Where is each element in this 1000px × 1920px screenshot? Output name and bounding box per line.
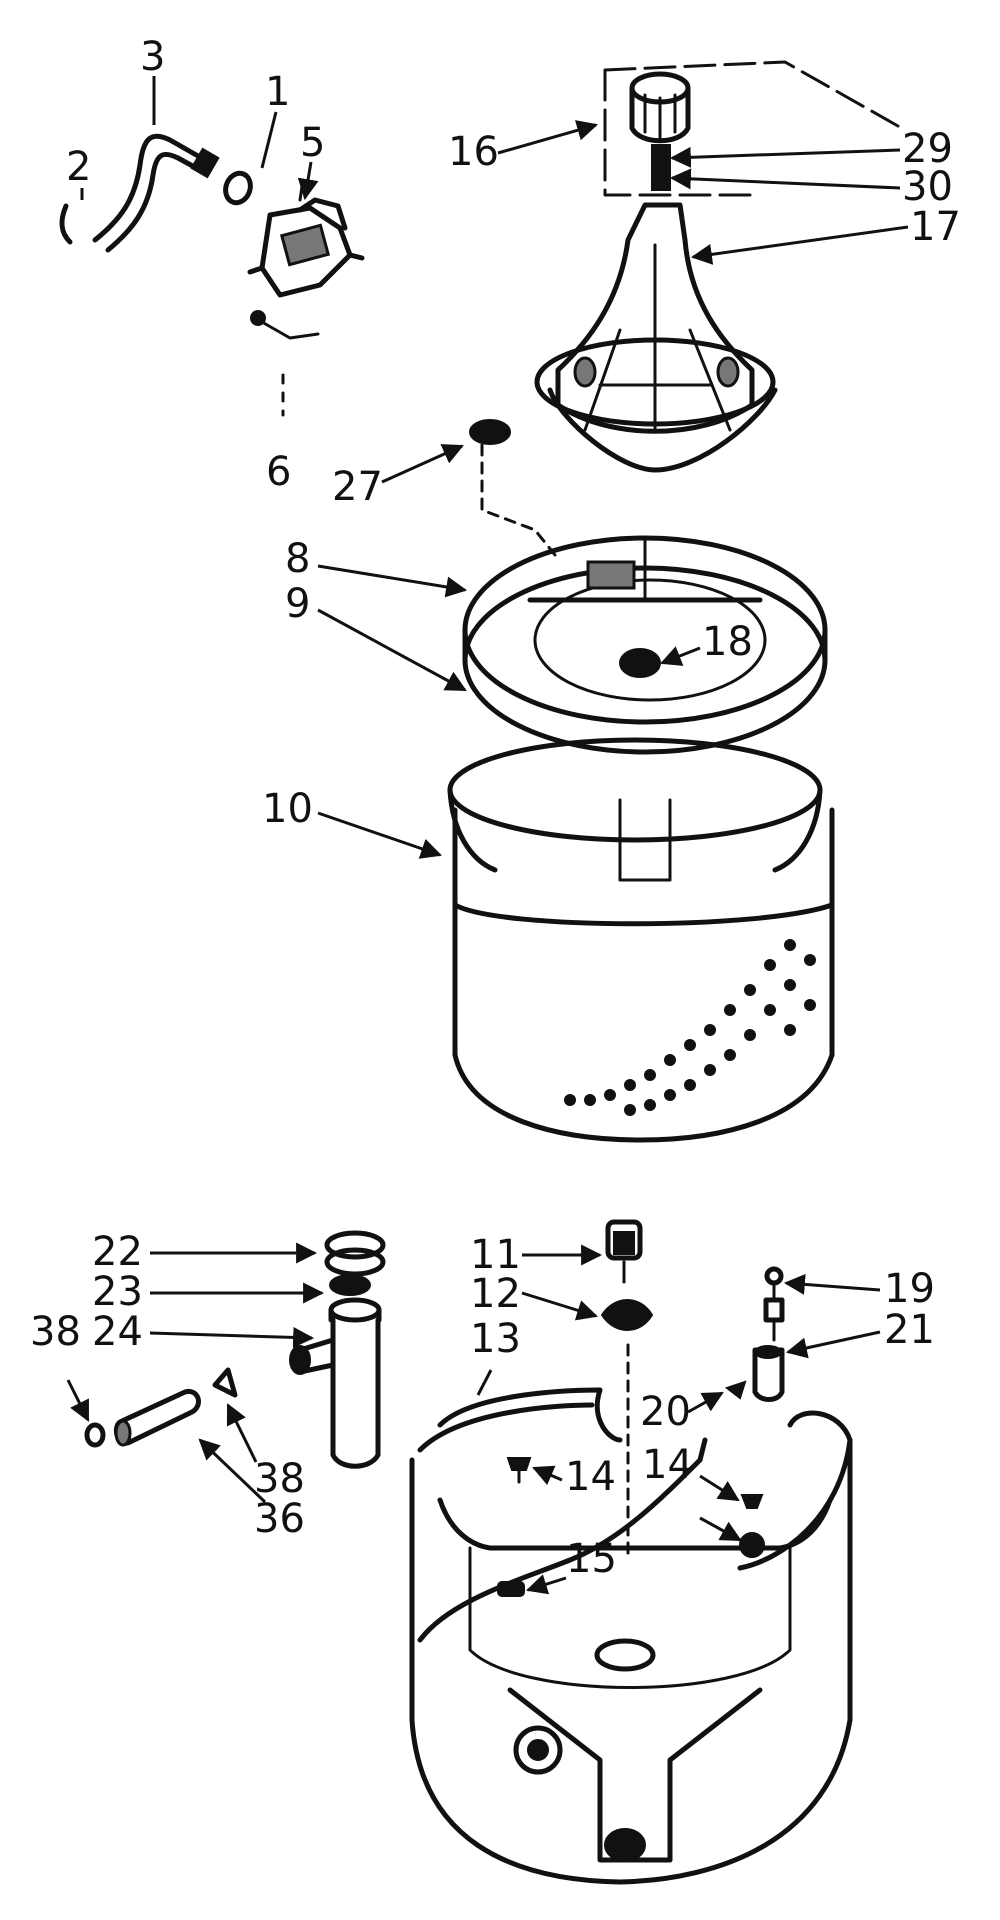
callout-8: 8: [285, 536, 310, 582]
callout-9: 9: [285, 581, 310, 627]
callout-1: 1: [265, 69, 290, 115]
callout-19: 19: [884, 1266, 935, 1312]
callout-30: 30: [902, 164, 953, 210]
bearing-part: [605, 1219, 643, 1284]
callout-38-right: 38: [254, 1456, 305, 1502]
callout-10: 10: [262, 786, 313, 832]
drain-hose-part: [84, 1367, 238, 1448]
agitator-plug-part: [469, 419, 557, 557]
drive-tube-part: [289, 1230, 386, 1469]
inlet-hose-part: [59, 133, 220, 253]
callout-12: 12: [470, 1271, 521, 1317]
callout-23: 23: [92, 1269, 143, 1315]
callout-24: 24: [92, 1309, 143, 1355]
callout-13: 13: [470, 1316, 521, 1362]
leader-lines: [66, 76, 909, 1595]
callout-14-right: 14: [642, 1442, 693, 1488]
callout-22: 22: [92, 1229, 143, 1275]
callout-14-left: 14: [565, 1454, 616, 1500]
outer-tub-part: [409, 1387, 853, 1885]
balance-ring-part: [462, 535, 828, 755]
callout-2: 2: [66, 144, 91, 190]
agitator-part: [534, 144, 778, 473]
callout-5: 5: [300, 120, 325, 166]
tub-bolt-part: [506, 1457, 765, 1558]
hose-clamp-part: [223, 170, 253, 206]
agitator-cap-part: [603, 60, 907, 197]
callout-6: 6: [266, 449, 291, 495]
drive-block-part: [724, 1345, 785, 1402]
callout-29: 29: [902, 126, 953, 172]
callout-21: 21: [884, 1307, 935, 1353]
callout-11: 11: [470, 1232, 521, 1278]
callout-15: 15: [566, 1536, 617, 1582]
callout-17: 17: [910, 204, 961, 250]
callout-3: 3: [140, 34, 165, 80]
callout-16: 16: [448, 129, 499, 175]
callout-labels: 3 1 5 2 6 16 29 30 17 27 8 9 18 10 22 23…: [30, 34, 961, 1582]
callout-27: 27: [332, 464, 383, 510]
callout-36: 36: [254, 1496, 305, 1542]
callout-20: 20: [640, 1389, 691, 1435]
wash-basket-part: [447, 737, 835, 1143]
callout-38-left: 38: [30, 1309, 81, 1355]
valve-screw-part: [250, 310, 320, 417]
hose-clip-part: [497, 1581, 525, 1597]
retainer-part: [763, 1266, 785, 1342]
hub-nut-part: [619, 648, 661, 678]
callout-18: 18: [702, 619, 753, 665]
